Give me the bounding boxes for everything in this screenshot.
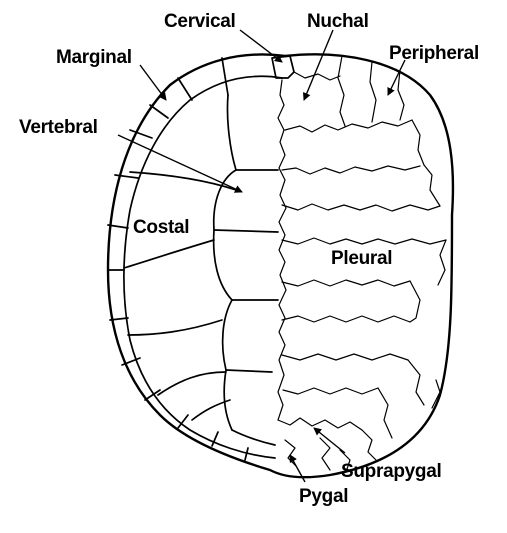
- label-costal: Costal: [133, 217, 190, 238]
- costal-scutes: [123, 171, 237, 421]
- peripheral-sutures: [337, 55, 447, 473]
- label-pleural: Pleural: [331, 248, 393, 269]
- vertebral-scutes: [212, 94, 279, 446]
- nuchal-suture: [293, 71, 341, 81]
- neural-suture: [277, 79, 287, 421]
- leader-lines: [117, 29, 406, 483]
- label-nuchal: Nuchal: [307, 11, 369, 32]
- label-suprapygal: Suprapygal: [341, 461, 442, 482]
- label-cervical: Cervical: [164, 11, 236, 32]
- pleural-sutures: [281, 119, 447, 395]
- cervical-scute: [271, 55, 295, 79]
- label-vertebral: Vertebral: [19, 117, 98, 138]
- label-marginal: Marginal: [56, 47, 132, 68]
- carapace-outline: [106, 53, 455, 479]
- label-peripheral: Peripheral: [389, 43, 479, 64]
- label-pygal: Pygal: [299, 486, 349, 507]
- marginal-scutes: [107, 57, 249, 461]
